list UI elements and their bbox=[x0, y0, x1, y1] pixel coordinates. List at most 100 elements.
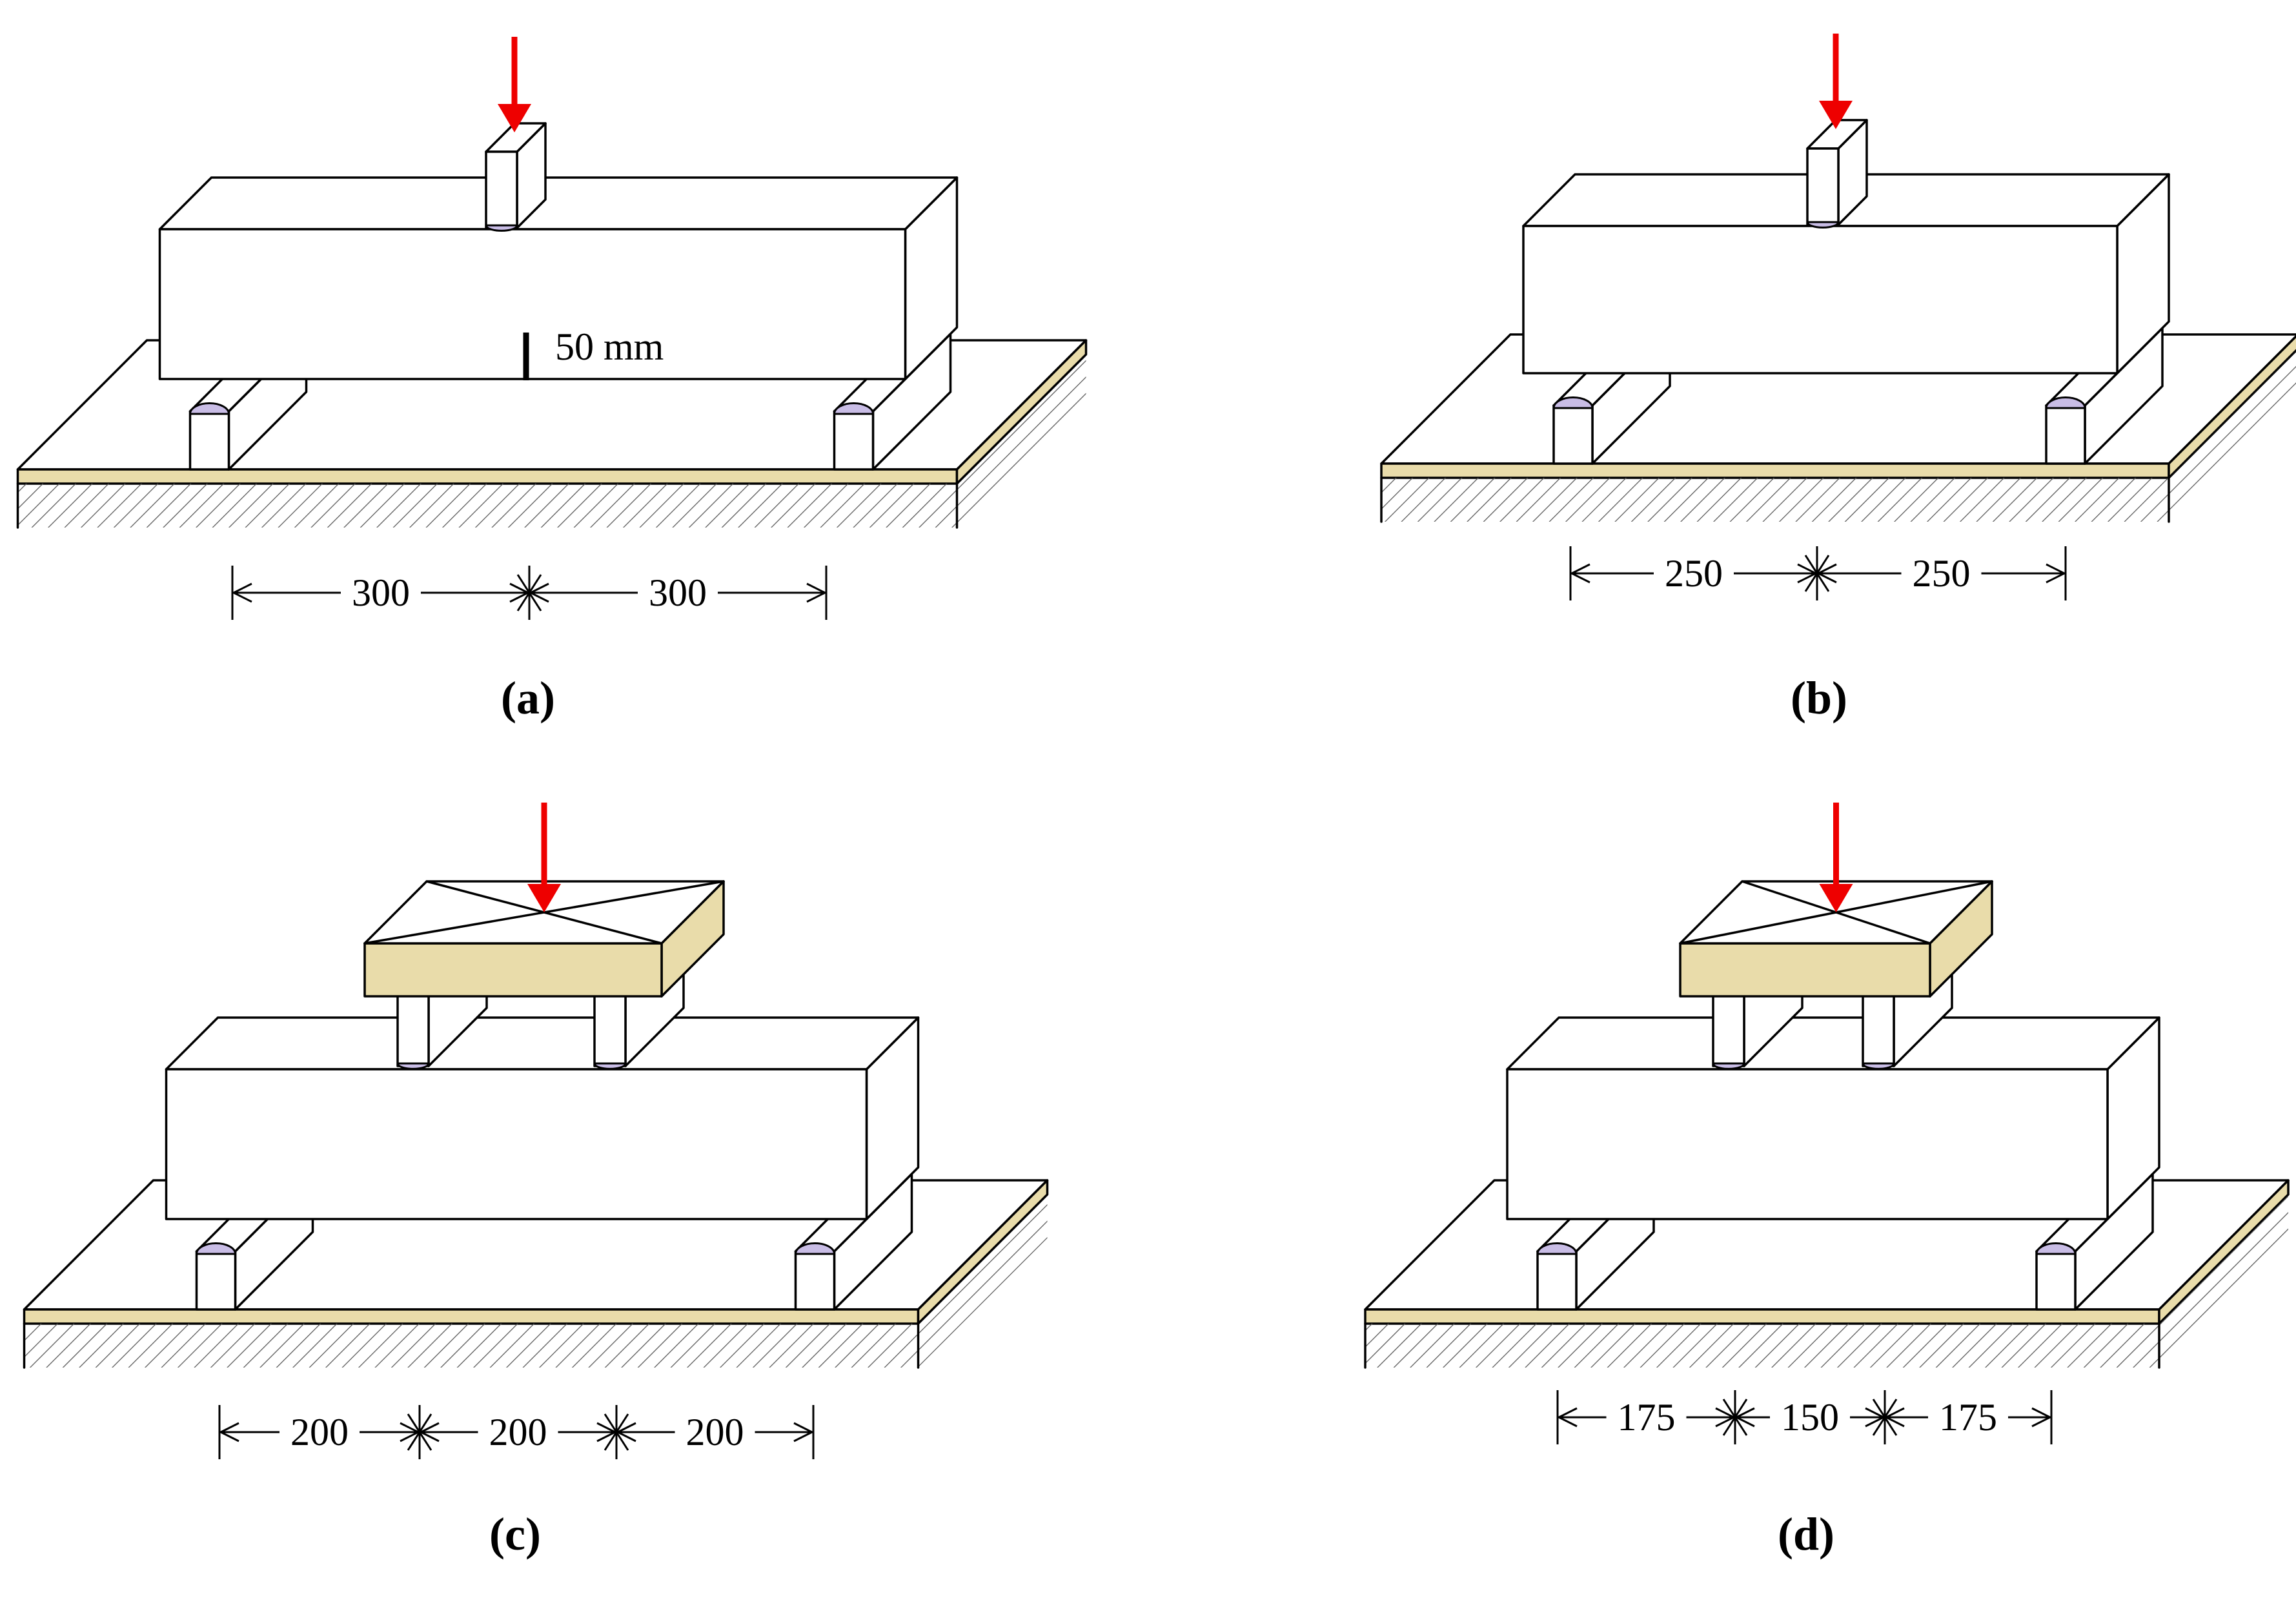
support-right-cap bbox=[794, 1242, 836, 1255]
support-left-cap bbox=[188, 402, 230, 415]
dimension-value: 175 bbox=[1939, 1396, 1997, 1439]
panel-c: 200 200 200 (c) bbox=[23, 803, 1049, 1560]
panel-label: (a) bbox=[501, 672, 555, 724]
beam-front bbox=[165, 1068, 868, 1220]
ground-hatch bbox=[1381, 351, 2296, 522]
beam bbox=[165, 1016, 920, 1220]
dimension-arrowhead bbox=[509, 582, 531, 603]
loading-plate-front bbox=[363, 942, 663, 998]
loading-roller-cap bbox=[1806, 221, 1840, 229]
dimension-value: 300 bbox=[649, 571, 707, 614]
load-arrow-head bbox=[498, 104, 531, 132]
dimension-arrowhead bbox=[596, 1422, 618, 1442]
support-left-cap bbox=[1552, 396, 1594, 409]
dimension-arrowhead bbox=[1865, 1407, 1886, 1428]
platform-front-edge bbox=[23, 1308, 920, 1325]
dimension-line: 175 150 175 bbox=[1556, 1390, 2053, 1444]
beam-top bbox=[165, 1016, 920, 1071]
dimension-arrowhead bbox=[1816, 563, 1837, 584]
beam bbox=[158, 176, 959, 380]
support-left-front bbox=[1552, 404, 1594, 465]
dimension-value: 200 bbox=[686, 1411, 744, 1453]
dimension-arrowhead bbox=[400, 1422, 421, 1442]
dimension-arrowhead bbox=[528, 582, 549, 603]
load-arrow-head bbox=[1819, 884, 1853, 912]
loading-roller-right-cap bbox=[1862, 1062, 1895, 1070]
loading-plate bbox=[1679, 880, 1993, 998]
dimension-arrowhead bbox=[1715, 1407, 1736, 1428]
platform-side-edge bbox=[2168, 334, 2296, 479]
load-arrow bbox=[1819, 34, 1853, 129]
dimension-arrowhead bbox=[231, 582, 252, 603]
loading-roller-cap bbox=[485, 224, 518, 232]
support-left-front bbox=[195, 1250, 237, 1311]
support-right-cap bbox=[2045, 396, 2086, 409]
ground-hatch bbox=[1365, 1195, 2288, 1368]
dimension-arrowhead bbox=[793, 1422, 815, 1442]
load-arrow-head bbox=[1819, 101, 1853, 129]
dimension-arrowhead bbox=[1884, 1407, 1905, 1428]
load-arrow bbox=[1819, 803, 1853, 912]
dimension-line: 300 300 bbox=[231, 566, 828, 620]
dimension-line: 250 250 bbox=[1569, 546, 2067, 600]
load-arrow bbox=[527, 803, 561, 912]
dimension-value: 250 bbox=[1913, 552, 1971, 595]
beam bbox=[1506, 1016, 2160, 1220]
dimension-line: 200 200 200 bbox=[218, 1405, 815, 1459]
dimension-arrowhead bbox=[1569, 563, 1590, 584]
beam-front bbox=[158, 228, 907, 380]
dimension-value: 300 bbox=[352, 571, 410, 614]
panel-d: 175 150 175 (d) bbox=[1364, 803, 2290, 1560]
support-left-front bbox=[188, 410, 230, 471]
dimension-arrowhead bbox=[1556, 1407, 1578, 1428]
beam-front bbox=[1522, 225, 2118, 374]
support-left-front bbox=[1536, 1250, 1578, 1311]
platform-front-edge bbox=[1364, 1308, 2160, 1325]
load-arrow bbox=[498, 37, 531, 132]
support-left-cap bbox=[195, 1242, 237, 1255]
support-right-front bbox=[2045, 404, 2086, 465]
dimension-value: 175 bbox=[1618, 1396, 1676, 1439]
loading-roller bbox=[1806, 119, 1868, 229]
loading-plate bbox=[363, 880, 725, 998]
dimension-arrowhead bbox=[1797, 563, 1818, 584]
support-right-front bbox=[2035, 1250, 2077, 1311]
ground-hatch bbox=[17, 354, 1086, 528]
notch-marker: 50 mm bbox=[523, 325, 664, 380]
dimension-value: 200 bbox=[290, 1411, 349, 1453]
dimension-arrowhead bbox=[1734, 1407, 1755, 1428]
ground-hatch bbox=[24, 1195, 1048, 1368]
dimension-value: 200 bbox=[489, 1411, 547, 1453]
dimension-value: 250 bbox=[1665, 552, 1723, 595]
dimension-arrowhead bbox=[806, 582, 828, 603]
platform-front-edge bbox=[16, 468, 959, 485]
support-left-cap bbox=[1536, 1242, 1578, 1255]
platform-front-edge bbox=[1380, 462, 2170, 479]
panel-label: (d) bbox=[1778, 1508, 1834, 1560]
dimension-arrowhead bbox=[2046, 563, 2067, 584]
support-right-cap bbox=[2035, 1242, 2077, 1255]
loading-roller-front bbox=[485, 150, 518, 229]
support-right-cap bbox=[833, 402, 875, 415]
loading-roller-left-cap bbox=[1712, 1062, 1745, 1070]
notch-label: 50 mm bbox=[555, 325, 664, 368]
panel-label: (c) bbox=[489, 1508, 541, 1560]
dimension-arrowhead bbox=[2031, 1407, 2053, 1428]
panel-a: 50 mm 300 300 (a) bbox=[16, 37, 1088, 724]
beam-top bbox=[1506, 1016, 2160, 1071]
dimension-arrowhead bbox=[218, 1422, 239, 1442]
loading-roller-right-cap bbox=[593, 1062, 627, 1070]
dimension-arrowhead bbox=[418, 1422, 440, 1442]
support-right-front bbox=[794, 1250, 836, 1311]
dimension-arrowhead bbox=[615, 1422, 636, 1442]
loading-roller bbox=[485, 122, 547, 232]
loading-roller-front bbox=[1806, 147, 1840, 226]
dimension-value: 150 bbox=[1781, 1396, 1839, 1439]
loading-roller-left-cap bbox=[396, 1062, 430, 1070]
support-right-front bbox=[833, 410, 875, 471]
beam-top bbox=[158, 176, 959, 231]
beam-front bbox=[1506, 1068, 2109, 1220]
load-arrow-head bbox=[527, 884, 561, 912]
panel-label: (b) bbox=[1791, 672, 1847, 724]
